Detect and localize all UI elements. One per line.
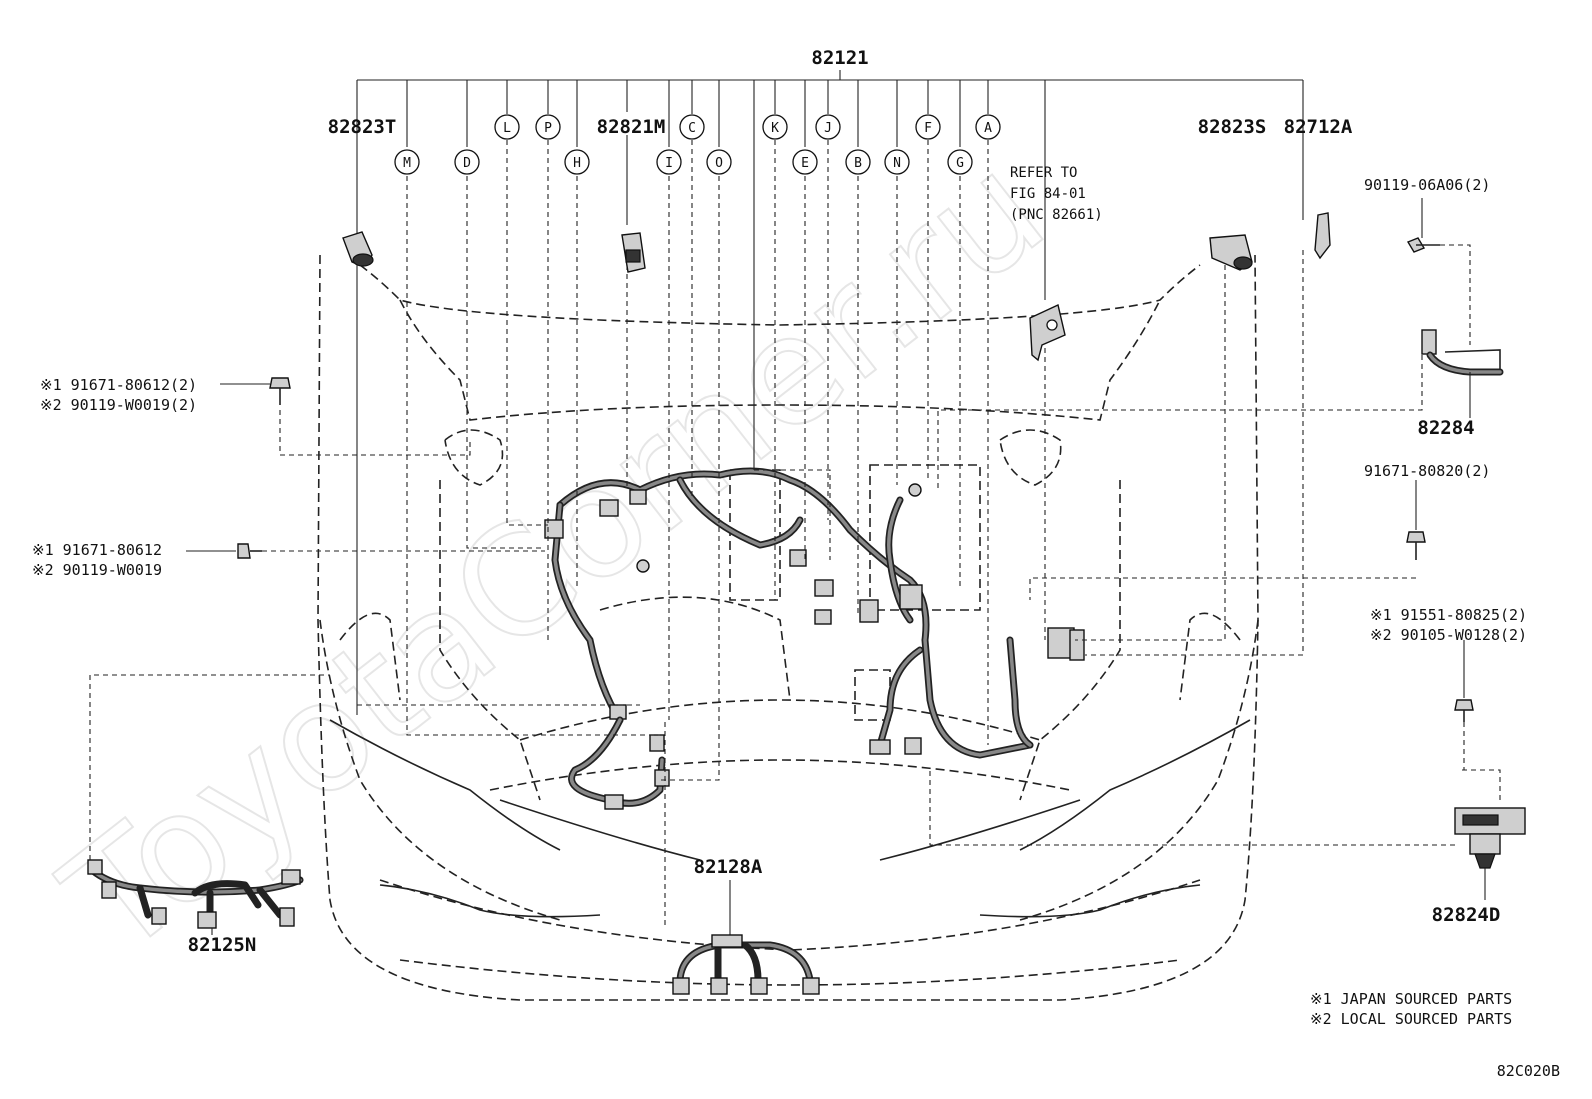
svg-text:※2 90119-W0019: ※2 90119-W0019	[32, 561, 162, 579]
left-fastener-mid	[186, 543, 545, 559]
bolt-90119-06A06	[1406, 198, 1471, 345]
legend: ※1 JAPAN SOURCED PARTS ※2 LOCAL SOURCED …	[1310, 990, 1512, 1028]
svg-text:※1 91551-80825(2): ※1 91551-80825(2)	[1370, 606, 1527, 624]
svg-text:M: M	[403, 156, 411, 171]
diagram-id: 82C020B	[1497, 1062, 1560, 1080]
refer-note: REFER TO FIG 84-01 (PNC 82661)	[1010, 165, 1103, 223]
svg-text:H: H	[573, 156, 581, 171]
callout-f: F	[915, 114, 941, 140]
callout-labels: M D L P H I C O K E J B N F G A	[394, 114, 1001, 175]
svg-text:B: B	[854, 156, 862, 171]
fastener-labels: ※1 91671-80612(2) ※2 90119-W0019(2) ※1 9…	[32, 176, 1527, 644]
part-82284-harness	[937, 329, 1504, 490]
part-82125N: 82125N	[188, 934, 257, 956]
svg-text:P: P	[544, 121, 552, 136]
legend-local: ※2 LOCAL SOURCED PARTS	[1310, 1010, 1512, 1028]
callout-a: A	[975, 114, 1001, 140]
bolt-91671-80820	[1029, 480, 1426, 600]
svg-text:I: I	[665, 156, 673, 171]
part-82823S: 82823S	[1198, 116, 1267, 138]
svg-text:A: A	[984, 121, 992, 136]
svg-text:E: E	[801, 156, 809, 171]
part-82128A-harness	[664, 720, 820, 995]
part-82823S-relay	[1209, 234, 1253, 271]
part-82121: 82121	[811, 47, 868, 69]
callout-l: L	[494, 114, 520, 140]
svg-text:90119-06A06(2): 90119-06A06(2)	[1364, 176, 1490, 194]
svg-text:※2 90119-W0019(2): ※2 90119-W0019(2)	[40, 396, 197, 414]
part-82823T-relay	[342, 231, 374, 267]
callout-k: K	[762, 114, 788, 140]
svg-text:(PNC 82661): (PNC 82661)	[1010, 207, 1103, 223]
callout-e: E	[792, 149, 818, 175]
part-82821M: 82821M	[597, 116, 666, 138]
part-82712A-clamp	[1314, 212, 1331, 260]
refer-bracket-part	[1029, 304, 1066, 362]
part-82125N-harness	[87, 674, 330, 935]
svg-text:※2 90105-W0128(2): ※2 90105-W0128(2)	[1370, 626, 1527, 644]
part-82821M-connector	[621, 232, 646, 273]
part-numbers: 82121 82823T 82821M 82823S 82712A 82284 …	[188, 47, 1501, 956]
callout-p: P	[535, 114, 561, 140]
svg-text:C: C	[688, 121, 696, 136]
callout-b: B	[845, 149, 871, 175]
svg-text:O: O	[715, 156, 723, 171]
svg-text:D: D	[463, 156, 471, 171]
callout-o: O	[706, 149, 732, 175]
svg-text:FIG 84-01: FIG 84-01	[1010, 186, 1086, 202]
svg-text:REFER TO: REFER TO	[1010, 165, 1077, 181]
svg-text:K: K	[771, 121, 779, 136]
main-wire-harness	[544, 467, 1085, 810]
svg-text:※1 91671-80612: ※1 91671-80612	[32, 541, 162, 559]
part-82823T: 82823T	[328, 116, 397, 138]
callout-d: D	[454, 149, 480, 175]
svg-text:J: J	[824, 121, 832, 136]
callout-i: I	[656, 149, 682, 175]
legend-japan: ※1 JAPAN SOURCED PARTS	[1310, 990, 1512, 1008]
callout-h: H	[564, 149, 590, 175]
part-82128A: 82128A	[694, 856, 763, 878]
part-82824D: 82824D	[1432, 904, 1501, 926]
svg-text:G: G	[956, 156, 964, 171]
part-82712A: 82712A	[1284, 116, 1353, 138]
callout-j: J	[815, 114, 841, 140]
svg-text:※1 91671-80612(2): ※1 91671-80612(2)	[40, 376, 197, 394]
left-fastener-top	[220, 377, 471, 456]
main-part-bracket	[356, 70, 1304, 715]
svg-text:L: L	[503, 121, 511, 136]
part-82284: 82284	[1417, 417, 1474, 439]
callout-leaders	[357, 140, 1304, 781]
svg-text:N: N	[893, 156, 901, 171]
part-82824D-sensor	[929, 770, 1526, 900]
svg-text:91671-80820(2): 91671-80820(2)	[1364, 462, 1490, 480]
svg-text:F: F	[924, 121, 932, 136]
callout-g: G	[947, 149, 973, 175]
callout-m: M	[394, 149, 420, 175]
bolt-91551-80825	[1454, 640, 1501, 800]
callout-c: C	[679, 114, 705, 140]
callout-n: N	[884, 149, 910, 175]
